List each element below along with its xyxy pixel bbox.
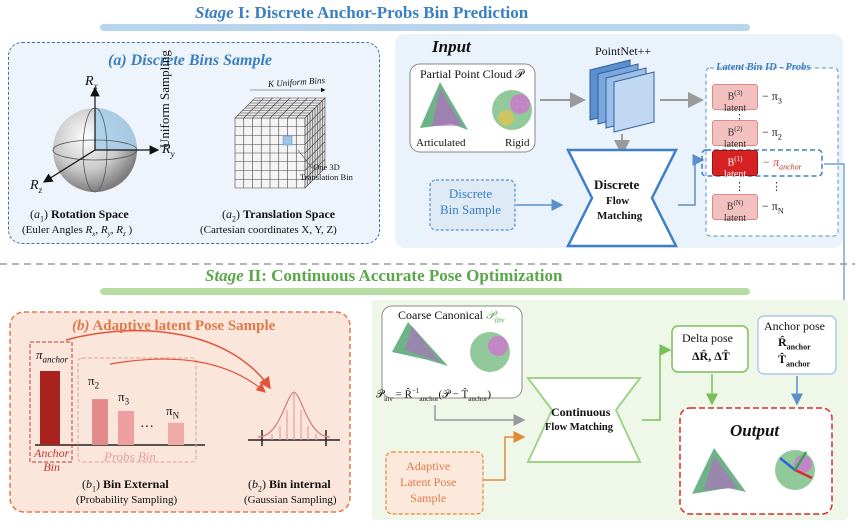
panel-b-title: (b) Adaptive latent Pose Sample: [72, 318, 276, 334]
anchor-t-label: T̂anchor: [778, 352, 811, 369]
translation-cube: [234, 97, 326, 189]
b1-label: (b1) Bin External: [82, 477, 169, 494]
latent-title: Latent Bin ID - Probs: [716, 62, 811, 73]
dfm-line1: Discrete: [594, 177, 640, 192]
a1-label: (a1) Rotation Space: [30, 207, 129, 224]
pi3-label: π3: [118, 389, 130, 407]
stage1-bar: [100, 24, 750, 31]
svg-text:⋮: ⋮: [734, 113, 745, 125]
b2-sub: (Gaussian Sampling): [244, 494, 337, 506]
bin-bar-3: [168, 422, 184, 445]
bin-pointer: [297, 149, 313, 169]
pi2-label: π2: [88, 373, 100, 391]
anchor-pose-label: Anchor pose: [764, 319, 825, 333]
latent-prob-2: − π2: [762, 125, 782, 142]
anchor-highlight: [701, 149, 823, 177]
probs-bin-label: Probs Bin: [104, 449, 156, 464]
a1-sub: (Euler Angles Rx, Ry, Rz ): [22, 224, 133, 239]
anchor-bin-box: [29, 341, 73, 463]
bin-bars: [40, 371, 184, 445]
latent-prob-anchor: − πanchor: [762, 155, 802, 172]
rx-label: Rx: [85, 74, 98, 91]
cfm-line1: Continuous: [551, 405, 611, 419]
bin-bar-0: [40, 371, 60, 445]
stage2-prefix: Stage: [205, 266, 244, 285]
cube-grid-line: [296, 97, 317, 119]
anchor-bin-label: Anchor Bin: [34, 446, 70, 474]
latent-prob-n: − πN: [762, 199, 784, 216]
anchor-r-label: R̂anchor: [778, 335, 811, 352]
stage1-prefix: Stage: [195, 3, 234, 22]
latent-bin-n: B(N)latent: [712, 194, 758, 224]
stage1-text: : Discrete Anchor-Probs Bin Prediction: [244, 3, 529, 22]
uniform-sampling-label: Uniform Sampling: [157, 50, 172, 148]
b1-sub: (Probability Sampling): [76, 494, 178, 506]
discrete-bin-sample-box: [429, 179, 516, 231]
rigid-label: Rigid: [505, 137, 530, 149]
stage1-roman: I: [237, 3, 245, 22]
stage2-bar: [100, 288, 750, 295]
dfm-line2: Flow: [606, 195, 630, 207]
cube-grid-line: [287, 97, 308, 119]
a2-sub: (Cartesian coordinates X, Y, Z): [200, 224, 337, 236]
cube-grid-line: [304, 132, 326, 154]
dfm-line3: Matching: [597, 210, 643, 222]
gaussian-plot: [248, 391, 340, 446]
latent-bin-2: B(2)latent: [712, 120, 758, 150]
stage2-roman: II: [247, 266, 262, 285]
delta-pose-values: ΔR̂, ΔT̂: [692, 349, 730, 363]
pi-anchor-label: πanchor: [36, 347, 69, 365]
latent-bin-1: B(1)latent: [712, 150, 758, 180]
rotation-sphere: [42, 86, 160, 193]
svg-text:⋮: ⋮: [734, 181, 745, 193]
svg-text:⋮: ⋮: [771, 181, 782, 193]
output-title: Output: [730, 421, 780, 440]
adaptive-label: Adaptive Latent Pose Sample: [400, 459, 457, 505]
bin-bar-2: [118, 410, 134, 445]
a2-label: (a2) Translation Space: [222, 207, 336, 224]
dots-label: ···: [140, 420, 154, 435]
ry-label: Ry: [162, 142, 175, 159]
cube-grid-line: [304, 159, 326, 180]
articulated-label: Articulated: [416, 137, 466, 149]
pointnet-label: PointNet++: [595, 44, 652, 58]
discrete-bin-sample-label: Discrete Bin Sample: [440, 186, 502, 217]
formula-label: 𝒫inv = R̂−1anchor(𝒫 − T̂anchor): [376, 387, 491, 403]
pointnet-block: [589, 59, 655, 133]
rz-label: Rz: [30, 178, 43, 195]
continuous-flow-matching-shape: [526, 377, 642, 463]
delta-pose-box: [671, 325, 749, 373]
coarse-canonical-box: [381, 305, 523, 399]
latent-prob-3: − π3: [762, 89, 782, 106]
coarse-canonical-label: Coarse Canonical 𝒫inv: [398, 308, 505, 325]
cfm-line2: Flow Matching: [545, 422, 613, 433]
cube-grid-line: [304, 150, 326, 171]
b2-label: (b2) Bin internal: [248, 477, 331, 494]
one-3d-bin-label: One 3D Translation Bin: [300, 162, 353, 182]
adaptive-sample-box: [385, 451, 484, 515]
cube-grid-line: [278, 97, 299, 119]
partial-cloud-label: Partial Point Cloud 𝒫: [420, 67, 524, 81]
stage2-title: Stage II: Continuous Accurate Pose Optim…: [205, 266, 563, 286]
anchor-pose-box: [757, 315, 837, 375]
bin-bar-1: [92, 399, 108, 445]
stage2-text: : Continuous Accurate Pose Optimization: [261, 266, 563, 285]
stage1-title: Stage I: Discrete Anchor-Probs Bin Predi…: [195, 3, 528, 23]
latent-bin-3: B(3)latent: [712, 84, 758, 114]
discrete-flow-matching-shape: [565, 148, 679, 248]
input-title: Input: [432, 37, 471, 56]
probs-bin-box: [77, 357, 197, 463]
panel-a-title: (a) Discrete Bins Sample: [108, 52, 272, 69]
delta-pose-label: Delta pose: [682, 331, 733, 345]
pin-label: πN: [166, 403, 180, 421]
cube-grid-line: [304, 141, 326, 162]
